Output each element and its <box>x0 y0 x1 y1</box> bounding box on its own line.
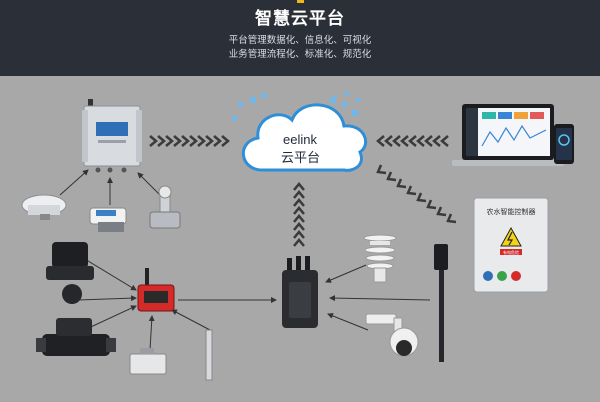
header-banner: 智慧云平台 平台管理数据化、信息化、可视化 业务管理流程化、标准化、规范化 <box>0 0 600 76</box>
tall-soil-moisture-probe <box>434 244 448 362</box>
connector-lines <box>59 169 431 351</box>
cabinet-label: 农水智能控制器 <box>487 207 536 216</box>
electric-actuator-valve <box>21 194 67 220</box>
electrical-control-cabinet: 农水智能控制器 有电危险 <box>473 197 549 293</box>
header-accent-mark <box>297 0 304 3</box>
electromagnetic-flowmeter <box>149 185 181 229</box>
arrow-chevrons-gateway-to-cloud <box>293 182 305 247</box>
subtitle-line-2: 业务管理流程化、标准化、规范化 <box>228 49 372 60</box>
black-solenoid-valve-bottom <box>36 318 116 356</box>
wall-box-device <box>82 99 142 173</box>
system-diagram: eelink 云平台 <box>21 92 574 381</box>
black-solenoid-valve-top <box>46 242 94 304</box>
arrow-chevrons-right-to-cloud <box>376 135 449 147</box>
mobile-phone <box>554 124 574 164</box>
cloud-platform: eelink 云平台 <box>232 92 367 172</box>
smart-water-meter <box>89 207 127 232</box>
electric-warning-icon <box>500 226 522 247</box>
arrow-chevrons-left-to-cloud <box>149 135 230 147</box>
cloud-brand-text: eelink <box>283 132 317 147</box>
cabinet-eye-icon <box>483 271 493 281</box>
laptop-dashboard <box>452 104 564 166</box>
arrow-chevrons-cabinet-to-cloud <box>376 164 457 224</box>
red-field-controller <box>137 268 175 312</box>
soil-sensor-box <box>129 348 167 375</box>
probe-sensor <box>205 329 213 381</box>
cabinet-warning-label: 有电危险 <box>503 249 519 255</box>
cloud-label-text: 云平台 <box>281 151 320 166</box>
cloud-shape <box>241 103 367 172</box>
central-gateway <box>282 256 318 328</box>
page-title: 智慧云平台 <box>255 9 345 29</box>
cabinet-fire-icon <box>511 271 521 281</box>
cloud-pixel-decoration <box>232 92 360 121</box>
cabinet-recycle-icon <box>497 271 507 281</box>
weather-station-sensor <box>363 234 397 283</box>
subtitle-line-1: 平台管理数据化、信息化、可视化 <box>228 35 372 46</box>
ptz-dome-camera <box>365 313 419 357</box>
